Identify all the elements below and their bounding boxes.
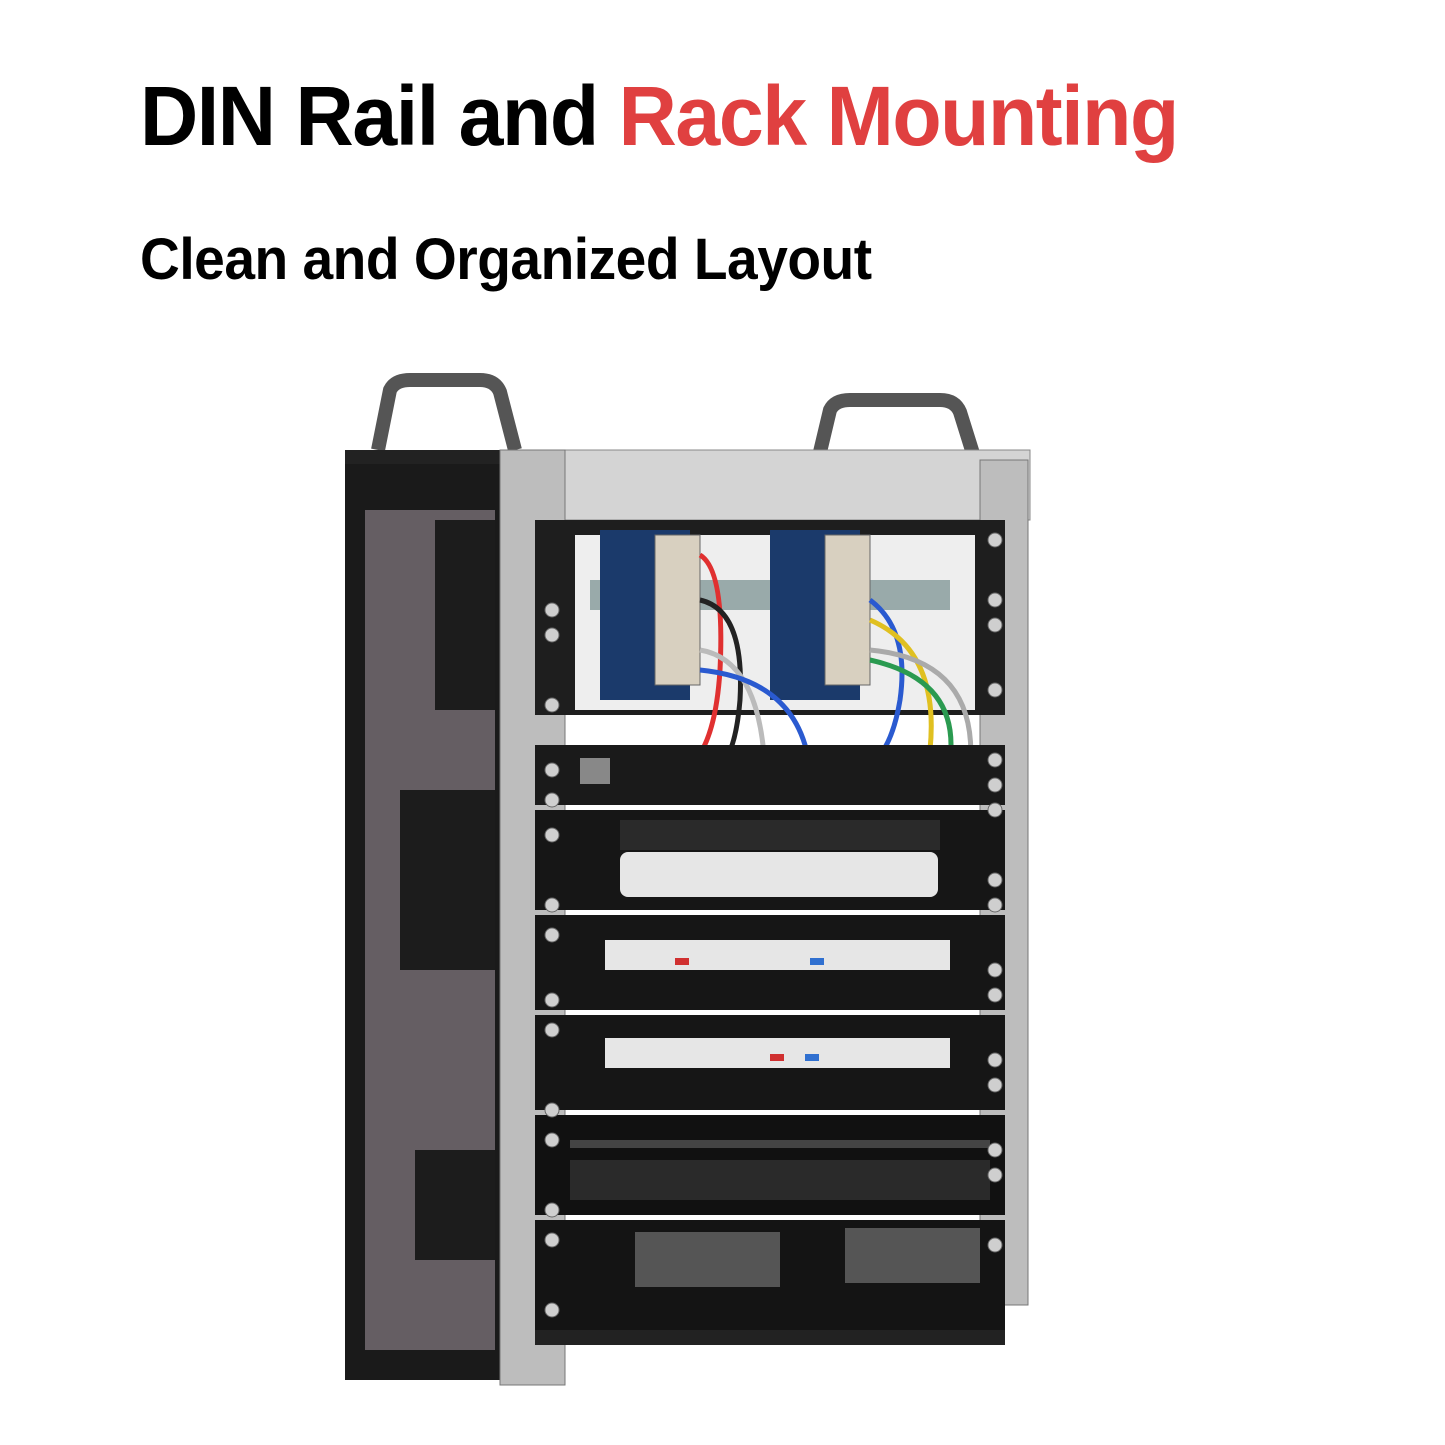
rack-product-image: [345, 373, 1031, 1386]
title-part-red: Rack Mounting: [618, 69, 1180, 163]
rack-screws: [544, 532, 1003, 1318]
subtitle: Clean and Organized Layout: [140, 227, 872, 292]
title-part-black: DIN Rail and: [140, 69, 599, 163]
top-frame: [499, 449, 1031, 521]
carry-handles: [371, 373, 982, 463]
patch-panel: [535, 745, 1005, 805]
page-title: DIN Rail and Rack Mounting: [140, 68, 1180, 165]
